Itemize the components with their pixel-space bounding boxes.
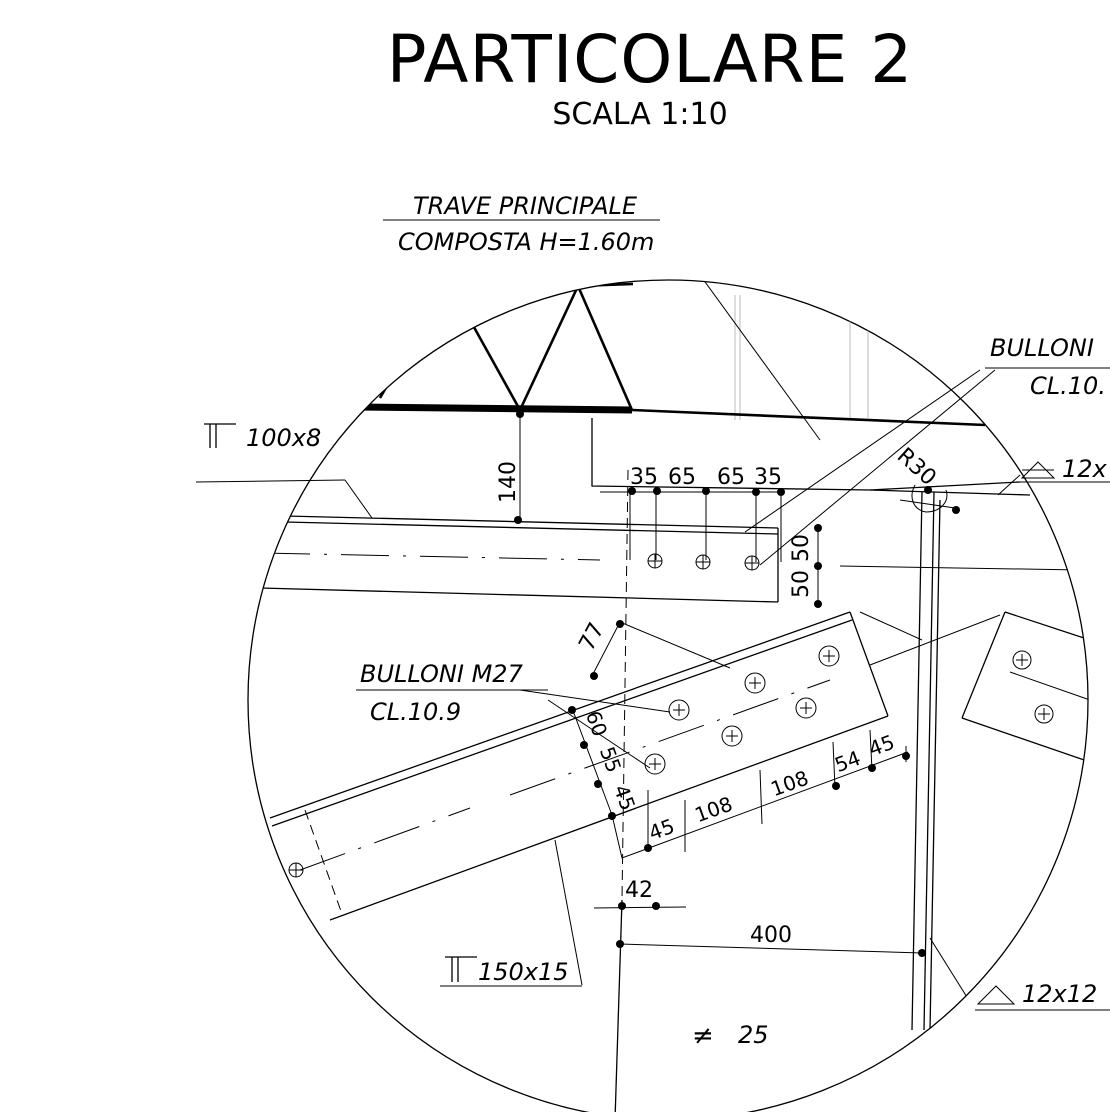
- bolt-icon: [744, 672, 766, 694]
- label-bolts-top: BULLONI CL.10.: [985, 334, 1110, 400]
- bolt-icon: [721, 725, 743, 747]
- bolt-icon: [695, 554, 711, 570]
- bolts: [288, 553, 1054, 878]
- dim-108a: 108: [692, 792, 736, 828]
- dimension-dots: [514, 410, 960, 957]
- bolts-top-label-line2: CL.10.: [1030, 372, 1106, 400]
- plate-label: 25: [738, 1021, 769, 1049]
- dim-400: 400: [750, 923, 792, 948]
- bolt-icon: [795, 697, 817, 719]
- label-weld-bottom: 12x12: [975, 980, 1110, 1011]
- detail-content: [259, 280, 1088, 1112]
- dim-42: 42: [625, 878, 653, 903]
- weld-top-label: 12x: [1062, 455, 1108, 483]
- bolt-icon: [668, 699, 690, 721]
- dim-45b: 45: [646, 814, 678, 845]
- bolt-icon: [744, 555, 760, 571]
- dim-108b: 108: [768, 766, 812, 802]
- main-beam-top-flange: [355, 403, 633, 414]
- dimension-lines: [519, 369, 996, 954]
- label-plate: ≠ 25: [692, 1021, 769, 1051]
- dim-50b: 50: [789, 570, 814, 598]
- dim-77: 77: [575, 619, 610, 655]
- tee-section-icon: [204, 423, 236, 448]
- dim-60: 60: [581, 708, 612, 740]
- dimension-texts: 140 35 65 65 35 R30 50 50 77 60 55 45 45…: [496, 443, 941, 948]
- dim-65a: 65: [668, 465, 696, 490]
- vertical-stiffener: [911, 491, 941, 1031]
- bolt-icon: [647, 553, 663, 569]
- label-bolts-m27: BULLONI M27 CL.10.9: [356, 660, 548, 726]
- dim-35b: 35: [754, 465, 782, 490]
- dim-r30: R30: [892, 443, 941, 491]
- label-tee-150x15: 150x15: [440, 956, 582, 987]
- bolt-icon: [818, 645, 840, 667]
- drawing-scale: SCALA 1:10: [552, 97, 727, 132]
- weld-bottom-label: 12x12: [1022, 980, 1097, 1008]
- bolt-icon: [644, 753, 666, 775]
- main-beam-label-line2: COMPOSTA H=1.60m: [398, 228, 654, 256]
- bolts-top-label-line1: BULLONI: [990, 334, 1094, 362]
- dim-65b: 65: [717, 465, 745, 490]
- dim-35a: 35: [630, 465, 658, 490]
- tee-section-icon: [445, 956, 477, 982]
- drawing-title: PARTICOLARE 2: [387, 21, 914, 98]
- tee-100x8-member: [259, 515, 779, 603]
- bolt-icon: [1034, 704, 1054, 724]
- dim-55: 55: [595, 744, 626, 776]
- fillet-weld-icon: [976, 985, 1016, 1005]
- dim-140: 140: [496, 461, 521, 503]
- tee-150x15-label: 150x15: [478, 958, 569, 986]
- bolt-icon: [1012, 650, 1032, 670]
- gusset-plate: [591, 418, 1031, 496]
- bolts-m27-label-line2: CL.10.9: [370, 698, 461, 726]
- label-main-beam: TRAVE PRINCIPALE COMPOSTA H=1.60m: [383, 192, 660, 256]
- truss-diagonals: [378, 282, 634, 413]
- dim-50a: 50: [789, 534, 814, 562]
- detail-circle: [247, 279, 1089, 1112]
- main-beam-label-line1: TRAVE PRINCIPALE: [413, 192, 638, 220]
- tee-100x8-label: 100x8: [246, 424, 321, 452]
- bolts-m27-label-line1: BULLONI M27: [360, 660, 524, 688]
- fillet-weld-icon: [1020, 461, 1056, 479]
- dim-54: 54: [832, 746, 864, 777]
- label-weld-top: 12x: [1018, 455, 1110, 483]
- bolt-icon: [288, 862, 304, 878]
- tee-150x15-member: [269, 611, 889, 921]
- not-equal-icon: ≠: [692, 1021, 714, 1051]
- label-tee-100x8: 100x8: [195, 423, 346, 483]
